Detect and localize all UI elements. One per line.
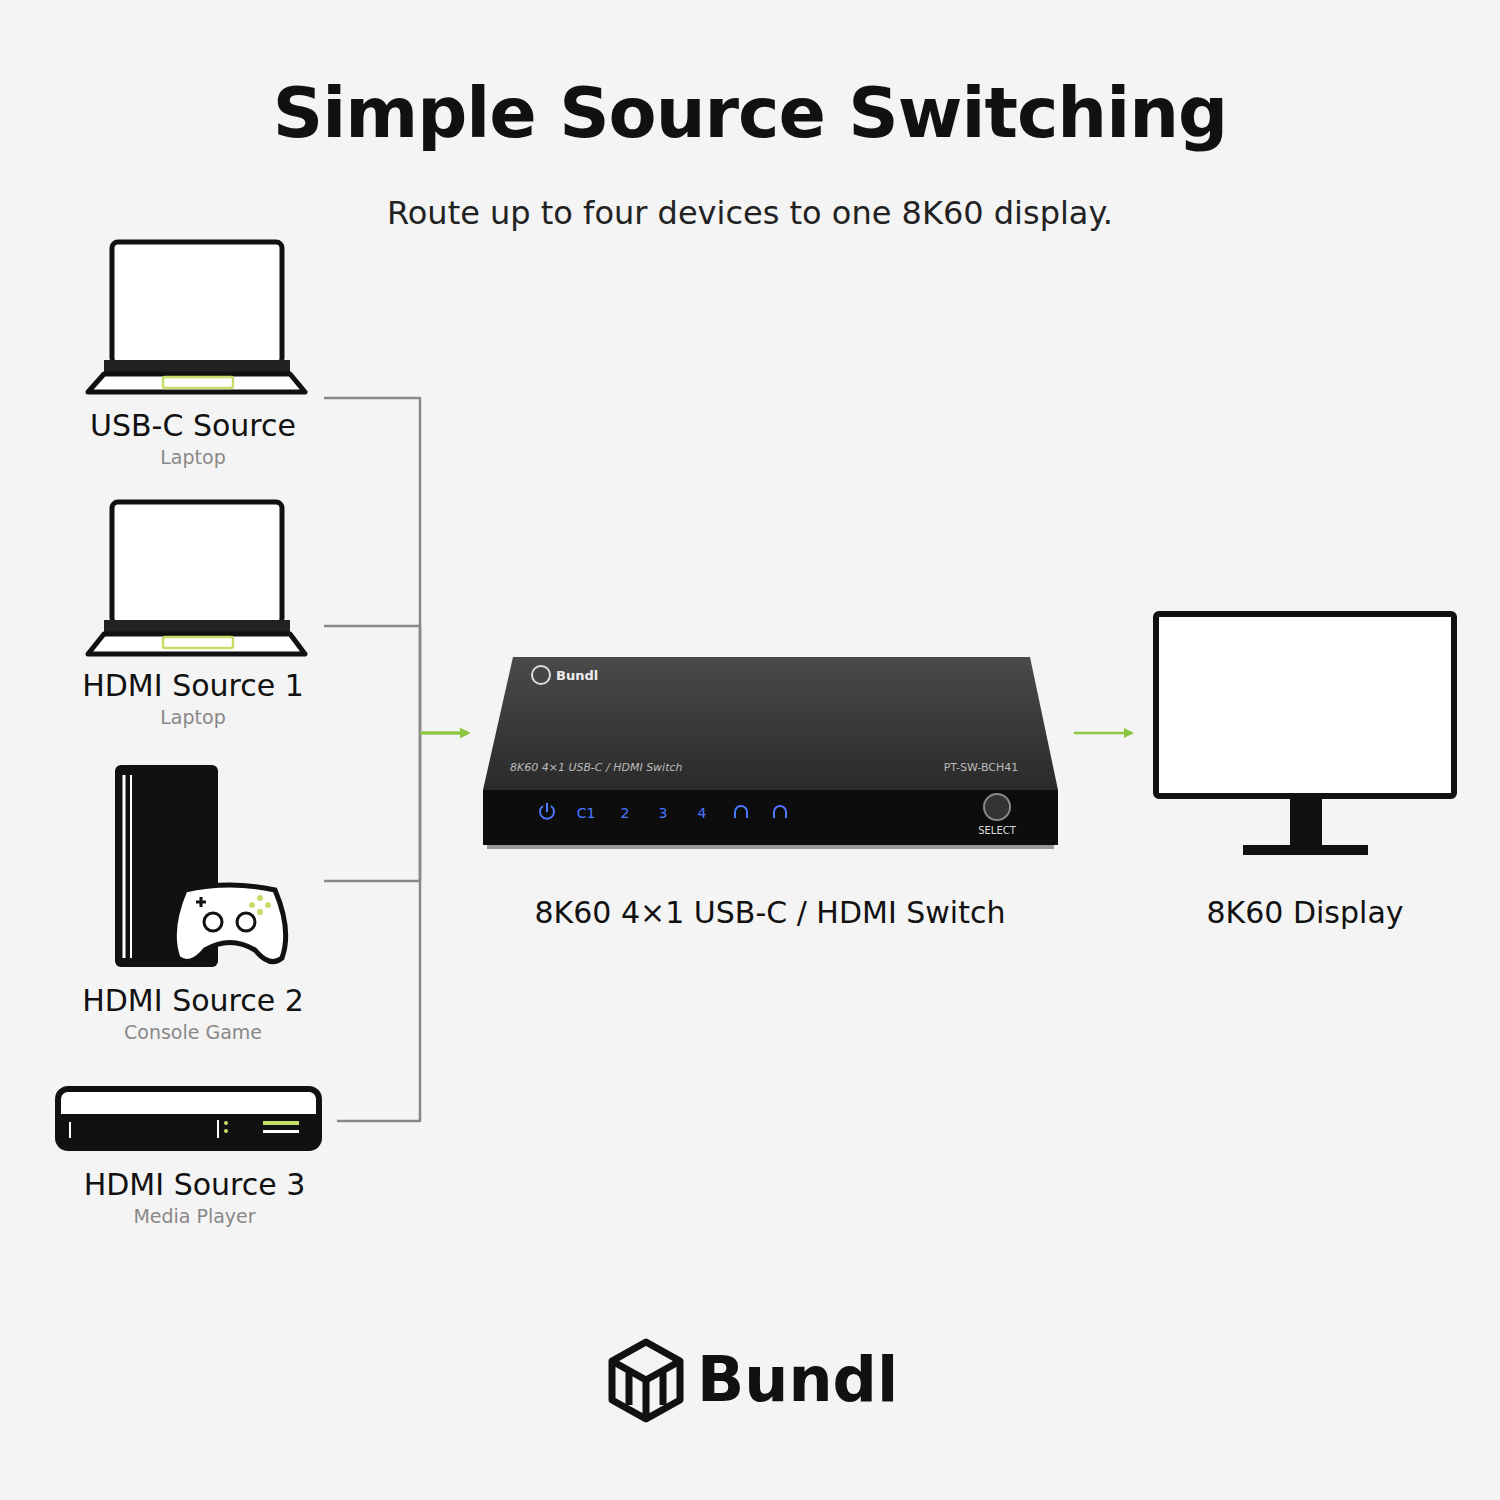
- connector-line: [1074, 732, 1132, 735]
- logo-icon: [612, 1342, 680, 1419]
- node-subtitle: Console Game: [124, 1019, 262, 1046]
- diagram-title: Simple Source Switching: [0, 72, 1500, 154]
- brand-logo-text: Bundl: [697, 1349, 898, 1411]
- source-node: HDMI Source 3Media Player: [52, 1084, 337, 1234]
- monitor-icon: [1156, 614, 1454, 855]
- connector-line: [420, 732, 468, 735]
- source-node: USB-C SourceLaptop: [62, 238, 324, 475]
- input-indicator: 4: [698, 806, 707, 820]
- connector: [337, 733, 468, 1121]
- connector: [324, 626, 468, 733]
- node-title: HDMI Source 1: [82, 667, 304, 705]
- connector-line: [324, 398, 420, 733]
- device-model-text: 8K60 4×1 USB-C / HDMI Switch: [510, 762, 683, 773]
- connector: [324, 398, 468, 733]
- connector: [324, 733, 468, 881]
- node-subtitle: Laptop: [160, 444, 225, 471]
- select-button-label: SELECT: [978, 826, 1016, 836]
- media-player-icon: [58, 1089, 319, 1148]
- display-node: 8K60 Display: [1150, 605, 1460, 935]
- connector-line: [324, 626, 420, 733]
- input-indicator: 3: [659, 806, 668, 820]
- input-indicator: 2: [621, 806, 630, 820]
- connector-line: [324, 733, 420, 881]
- node-title: HDMI Source 2: [82, 982, 304, 1020]
- source-node: HDMI Source 1Laptop: [62, 498, 324, 735]
- connector-line: [420, 732, 468, 735]
- subtitle: Route up to four devices to one 8K60 dis…: [387, 197, 1113, 229]
- node-subtitle: Laptop: [160, 704, 225, 731]
- laptop-icon: [88, 242, 305, 392]
- connector-line: [420, 732, 468, 735]
- node-title: 8K60 4×1 USB-C / HDMI Switch: [535, 894, 1006, 932]
- console-icon: [115, 765, 286, 967]
- connector: [1074, 733, 1132, 734]
- node-title: 8K60 Display: [1206, 894, 1403, 932]
- node-title: USB-C Source: [90, 407, 296, 445]
- input-indicator: C1: [577, 806, 596, 820]
- device-brand: Bundl: [556, 669, 598, 682]
- laptop-icon: [88, 502, 305, 654]
- connector-line: [337, 733, 420, 1121]
- switch-device: [483, 657, 1058, 849]
- node-title: HDMI Source 3: [84, 1166, 306, 1204]
- connector-line: [420, 732, 468, 735]
- node-subtitle: Media Player: [133, 1203, 255, 1230]
- switch-node: 8K60 4×1 USB-C / HDMI Switch: [480, 650, 1060, 935]
- source-node: HDMI Source 2Console Game: [62, 760, 324, 1050]
- device-part-number: PT-SW-BCH41: [944, 762, 1019, 773]
